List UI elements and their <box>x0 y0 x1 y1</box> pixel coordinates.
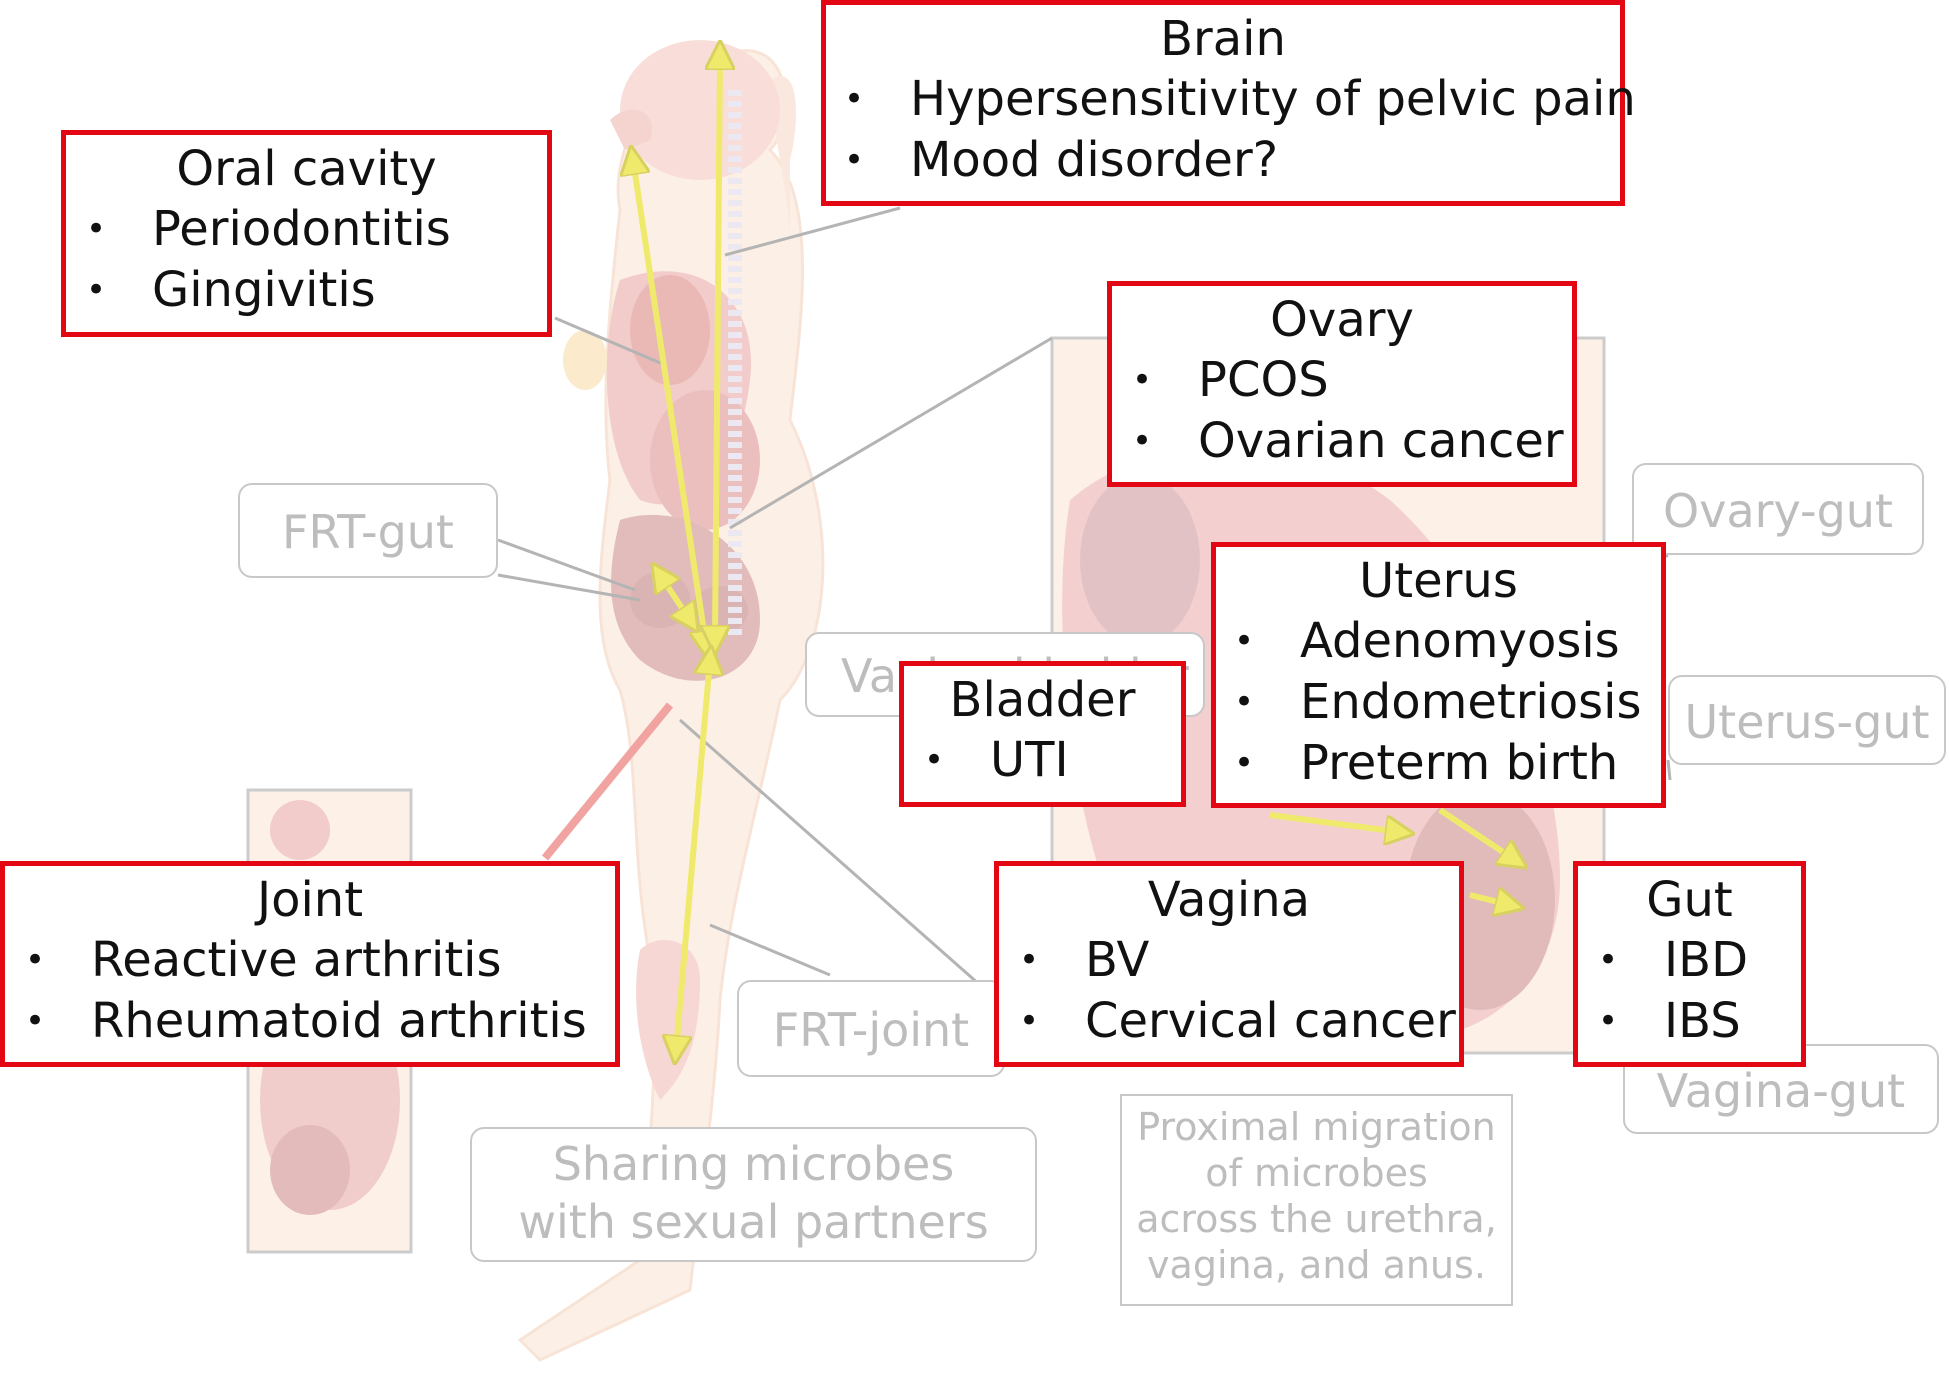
ovary-item: PCOS <box>1132 350 1572 411</box>
brain-box: Brain Hypersensitivity of pelvic pain Mo… <box>821 0 1636 206</box>
bladder-box: Bladder UTI <box>899 661 1186 807</box>
joint-item: Rheumatoid arthritis <box>25 991 615 1052</box>
vagina-item: Cervical cancer <box>1019 991 1459 1052</box>
oral-cavity-title: Oral cavity <box>176 141 437 197</box>
uterus-item: Endometriosis <box>1234 672 1661 733</box>
gut-item: IBD <box>1598 930 1801 991</box>
axis-label-frt-gut: FRT-gut <box>238 483 498 578</box>
bladder-title: Bladder <box>949 672 1136 728</box>
uterus-title: Uterus <box>1359 553 1518 609</box>
gut-box: Gut IBD IBS <box>1573 861 1806 1067</box>
uterus-box: Uterus Adenomyosis Endometriosis Preterm… <box>1211 542 1666 808</box>
ovary-item: Ovarian cancer <box>1132 411 1572 472</box>
uterus-item: Preterm birth <box>1234 733 1661 794</box>
gut-item: IBS <box>1598 991 1801 1052</box>
joint-link-arrow <box>541 702 674 861</box>
note-migration-line-1: Proximal migration <box>1137 1105 1496 1149</box>
axis-arrows <box>633 55 1515 1050</box>
uterus-item: Adenomyosis <box>1234 611 1661 672</box>
note-sharing-line-1: Sharing microbes <box>552 1137 955 1191</box>
note-sharing-line-2: with sexual partners <box>518 1195 989 1249</box>
axis-label-ovary-gut: Ovary-gut <box>1632 463 1924 555</box>
oral-cavity-item: Periodontitis <box>86 199 547 260</box>
ovary-title: Ovary <box>1270 292 1414 348</box>
joint-item: Reactive arthritis <box>25 930 615 991</box>
joint-title: Joint <box>256 872 364 928</box>
note-migration-line-2: of microbes <box>1205 1151 1428 1195</box>
vagina-box: Vagina BV Cervical cancer <box>994 861 1464 1067</box>
note-proximal-migration: Proximal migration of microbes across th… <box>1120 1094 1513 1306</box>
ovary-box: Ovary PCOS Ovarian cancer <box>1107 281 1577 487</box>
brain-title: Brain <box>1160 11 1286 67</box>
oral-cavity-item: Gingivitis <box>86 260 547 321</box>
bladder-item: UTI <box>924 730 1181 791</box>
vagina-title: Vagina <box>1147 872 1311 928</box>
note-migration-line-4: vagina, and anus. <box>1147 1243 1486 1287</box>
note-migration-line-3: across the urethra, <box>1136 1197 1497 1241</box>
brain-item: Mood disorder? <box>844 130 1620 191</box>
oral-cavity-box: Oral cavity Periodontitis Gingivitis <box>61 130 552 337</box>
joint-box: Joint Reactive arthritis Rheumatoid arth… <box>0 861 620 1067</box>
brain-item: Hypersensitivity of pelvic pain <box>844 69 1636 130</box>
axis-label-uterus-gut: Uterus-gut <box>1668 675 1946 765</box>
axis-label-frt-joint: FRT-joint <box>737 980 1005 1077</box>
gut-title: Gut <box>1646 872 1733 928</box>
note-sharing-microbes: Sharing microbes with sexual partners <box>470 1127 1037 1262</box>
vagina-item: BV <box>1019 930 1459 991</box>
